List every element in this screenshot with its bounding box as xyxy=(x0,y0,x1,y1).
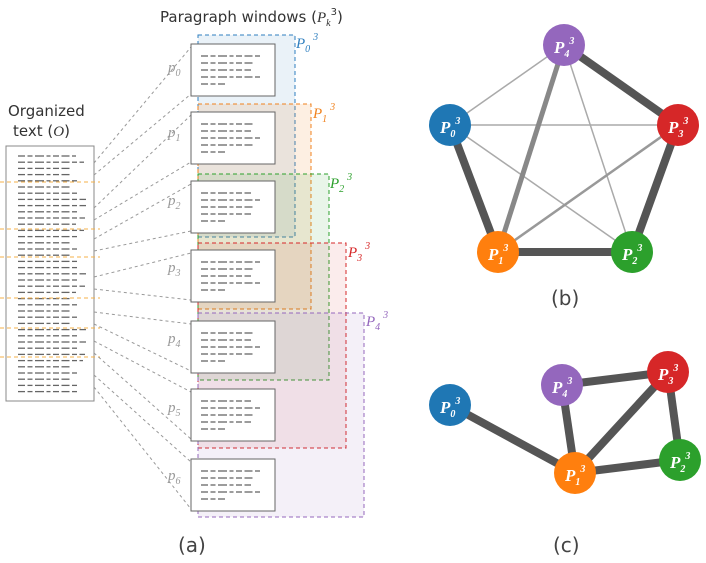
window-label-0: P03 xyxy=(295,32,318,55)
node-b-p4: P43 xyxy=(543,24,585,66)
organized-sym: O xyxy=(53,124,64,140)
organized-label-line2: text (O) xyxy=(13,122,70,140)
svg-text:P03: P03 xyxy=(439,396,460,420)
paragraph-label-2: p2 xyxy=(167,193,181,212)
paragraph-label-4: p4 xyxy=(167,331,181,350)
connector-bottom-2 xyxy=(93,230,192,252)
caption-b: (b) xyxy=(551,286,579,310)
svg-text:P13: P13 xyxy=(487,243,508,267)
window-label-4: P43 xyxy=(365,310,388,333)
node-c-p3: P33 xyxy=(647,351,689,393)
paragraph-label-5: p5 xyxy=(167,400,181,419)
connector-top-4 xyxy=(93,311,192,325)
paragraph-connectors xyxy=(93,46,192,510)
organized-label-line1: Organized xyxy=(8,102,85,120)
connector-top-6 xyxy=(93,374,192,463)
paragraph-label-0: p0 xyxy=(167,60,181,79)
paragraph-labels: p0 p1 p2 p3 p4 p5 p6 xyxy=(167,60,181,487)
connector-top-1 xyxy=(93,114,192,209)
connector-bottom-3 xyxy=(93,288,192,301)
svg-text:P23: P23 xyxy=(621,243,642,267)
node-b-p0: P03 xyxy=(429,104,471,146)
paragraph-label-6: p6 xyxy=(167,468,181,487)
caption-a: (a) xyxy=(178,533,206,557)
connector-top-3 xyxy=(93,252,192,278)
edge-b-p0-p2 xyxy=(449,124,633,253)
connector-bottom-1 xyxy=(93,161,192,221)
edge-b-p3-p2 xyxy=(628,123,682,254)
paragraph-windows-header: Paragraph windows (Pk3) xyxy=(160,7,343,29)
header-text: Paragraph windows xyxy=(160,8,307,26)
connector-top-2 xyxy=(93,183,192,240)
edge-b-p4-p0 xyxy=(449,44,565,126)
edge-b-p4-p2 xyxy=(563,44,633,253)
organized-label-text: text xyxy=(13,122,43,140)
connector-top-0 xyxy=(93,46,192,164)
svg-text:P33: P33 xyxy=(667,116,688,140)
organized-text-lines xyxy=(18,155,86,393)
connector-bottom-5 xyxy=(93,352,192,440)
node-c-p2: P23 xyxy=(659,439,701,481)
edge-b-p4-p1 xyxy=(495,44,567,253)
edge-b-p1-p3 xyxy=(497,123,679,254)
header-sym: P xyxy=(316,10,326,26)
paragraph-label-3: p3 xyxy=(167,260,181,279)
panel-a: Paragraph windows (Pk3) Organized text (… xyxy=(0,7,388,557)
node-c-p0: P03 xyxy=(429,384,471,426)
svg-text:P23: P23 xyxy=(669,451,690,475)
svg-text:P43: P43 xyxy=(551,376,572,400)
header-sup: 3 xyxy=(331,7,337,18)
connector-top-5 xyxy=(93,340,192,393)
caption-c: (c) xyxy=(553,533,580,557)
window-labels: P03 P13 P23 P33 P43 xyxy=(295,32,388,333)
paragraph-boxes xyxy=(190,43,276,512)
node-b-p1: P13 xyxy=(477,231,519,273)
edge-c-p3-p1 xyxy=(572,369,671,476)
node-c-p1: P13 xyxy=(554,452,596,494)
svg-text:P33: P33 xyxy=(657,363,678,387)
edge-c-p0-p1 xyxy=(448,401,577,477)
panel-c: P03 P13 P23 P33 P43 (c) xyxy=(429,351,701,557)
svg-text:P43: P43 xyxy=(553,36,574,60)
window-label-2: P23 xyxy=(329,172,352,195)
connector-bottom-6 xyxy=(93,386,192,510)
window-label-3: P33 xyxy=(347,241,370,264)
node-c-p4: P43 xyxy=(541,364,583,406)
edge-b-p4-p3 xyxy=(561,41,681,129)
header-sub: k xyxy=(326,18,331,29)
window-label-1: P13 xyxy=(312,102,335,125)
panel-b: P03 P13 P23 P33 P43 (b) xyxy=(429,24,699,310)
organized-text-dividers xyxy=(0,181,100,358)
node-b-p3: P33 xyxy=(657,104,699,146)
svg-text:P13: P13 xyxy=(564,464,585,488)
edge-b-p0-p1 xyxy=(446,123,502,254)
node-b-p2: P23 xyxy=(611,231,653,273)
paragraph-label-1: p1 xyxy=(167,125,181,144)
svg-text:P03: P03 xyxy=(439,116,460,140)
